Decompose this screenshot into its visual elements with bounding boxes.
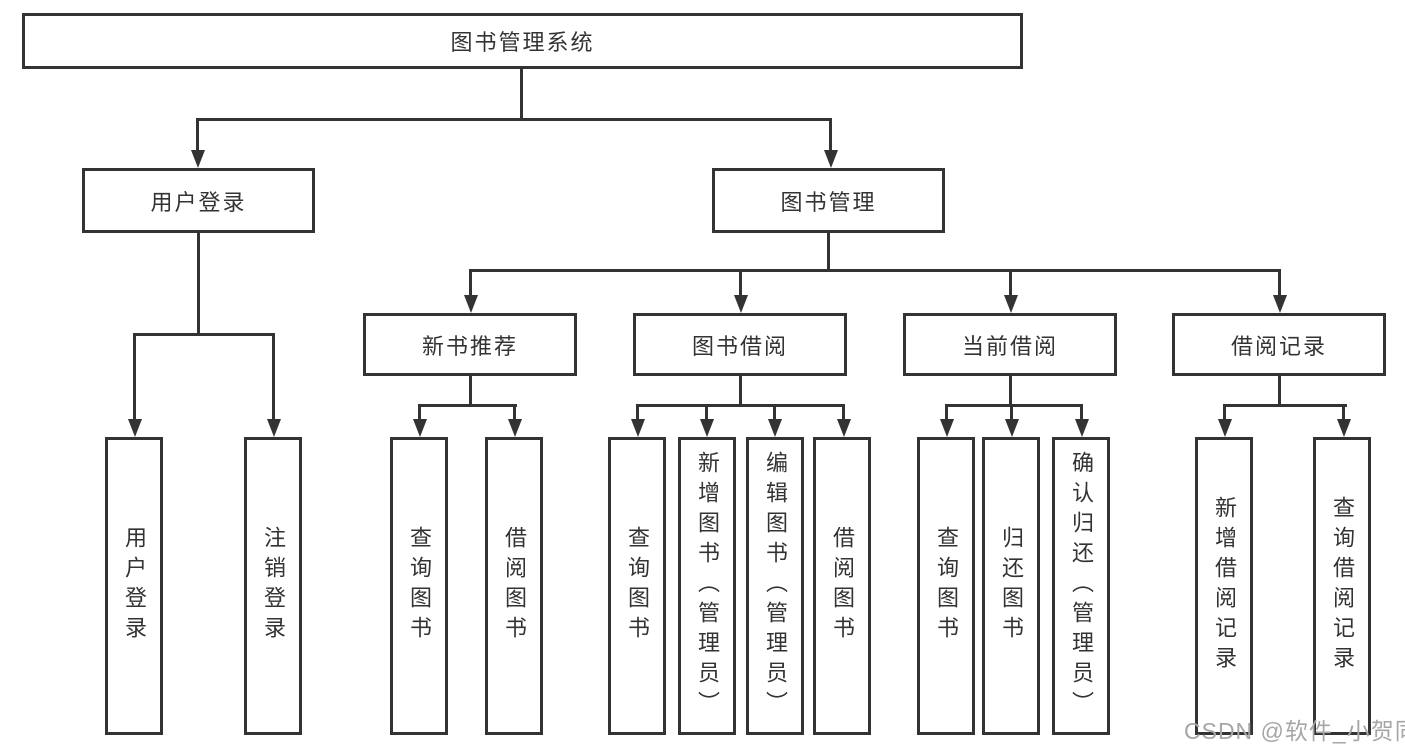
leaf-add-borrow-record: 新增借阅记录 — [1195, 437, 1253, 735]
arrow-down-to-book-management — [823, 118, 838, 168]
connector-level3-hline — [469, 269, 1281, 272]
node-library-system: 图书管理系统 — [22, 13, 1023, 69]
arrow-down-to-query-books-1 — [412, 404, 427, 437]
arrow-down-to-current-borrow — [1003, 269, 1018, 313]
connector-new-book-hline — [418, 404, 517, 407]
connector-borrow-records-stem — [1278, 375, 1281, 406]
leaf-query-borrow-record: 查询借阅记录 — [1313, 437, 1371, 735]
arrow-down-to-leaf-user-login — [127, 333, 142, 437]
arrow-down-to-borrow-records — [1272, 269, 1287, 313]
connector-root-stem — [520, 68, 523, 119]
leaf-confirm-return-admin: 确认归还（管理员） — [1052, 437, 1110, 735]
arrow-down-to-user-login — [190, 118, 205, 168]
connector-root-hline — [197, 118, 831, 121]
connector-book-borrow-hline — [636, 404, 845, 407]
leaf-query-books-current: 查询图书 — [917, 437, 975, 735]
leaf-logout: 注销登录 — [244, 437, 302, 735]
arrow-down-to-leaf-logout — [266, 333, 281, 437]
connector-book-management-stem — [827, 233, 830, 271]
connector-book-borrow-stem — [739, 375, 742, 406]
leaf-add-book-admin: 新增图书（管理员） — [678, 437, 736, 735]
arrow-down-to-add-borrow-record — [1217, 404, 1232, 437]
leaf-edit-book-admin: 编辑图书（管理员） — [746, 437, 804, 735]
connector-borrow-records-hline — [1223, 404, 1347, 407]
node-borrow-records: 借阅记录 — [1172, 313, 1386, 376]
connector-current-borrow-stem — [1009, 375, 1012, 406]
arrow-down-to-borrow-book-1 — [507, 404, 522, 437]
arrow-down-to-query-books-3 — [939, 404, 954, 437]
leaf-query-books-recommend: 查询图书 — [390, 437, 448, 735]
leaf-return-book: 归还图书 — [982, 437, 1040, 735]
arrow-down-to-return-book — [1004, 404, 1019, 437]
arrow-down-to-edit-book — [767, 404, 782, 437]
node-book-borrow: 图书借阅 — [633, 313, 847, 376]
node-user-login: 用户登录 — [82, 168, 315, 233]
leaf-borrow-book: 借阅图书 — [813, 437, 871, 735]
node-current-borrow: 当前借阅 — [903, 313, 1117, 376]
watermark-text: CSDN @软件_小贺同学 — [1184, 718, 1405, 744]
arrow-down-to-add-book — [699, 404, 714, 437]
arrow-down-to-book-borrow — [733, 269, 748, 313]
connector-user-login-hline — [133, 333, 275, 336]
connector-new-book-stem — [469, 375, 472, 406]
arrow-down-to-query-books-2 — [630, 404, 645, 437]
node-book-management: 图书管理 — [712, 168, 945, 233]
arrow-down-to-new-book-recommend — [463, 269, 478, 313]
connector-current-borrow-hline — [945, 404, 1082, 407]
arrow-down-to-query-borrow-record — [1336, 404, 1351, 437]
node-new-book-recommend: 新书推荐 — [363, 313, 577, 376]
connector-user-login-stem — [197, 232, 200, 335]
arrow-down-to-confirm-return — [1074, 404, 1089, 437]
leaf-user-login: 用户登录 — [105, 437, 163, 735]
leaf-query-books-borrow: 查询图书 — [608, 437, 666, 735]
arrow-down-to-borrow-book-2 — [836, 404, 851, 437]
leaf-borrow-book-recommend: 借阅图书 — [485, 437, 543, 735]
